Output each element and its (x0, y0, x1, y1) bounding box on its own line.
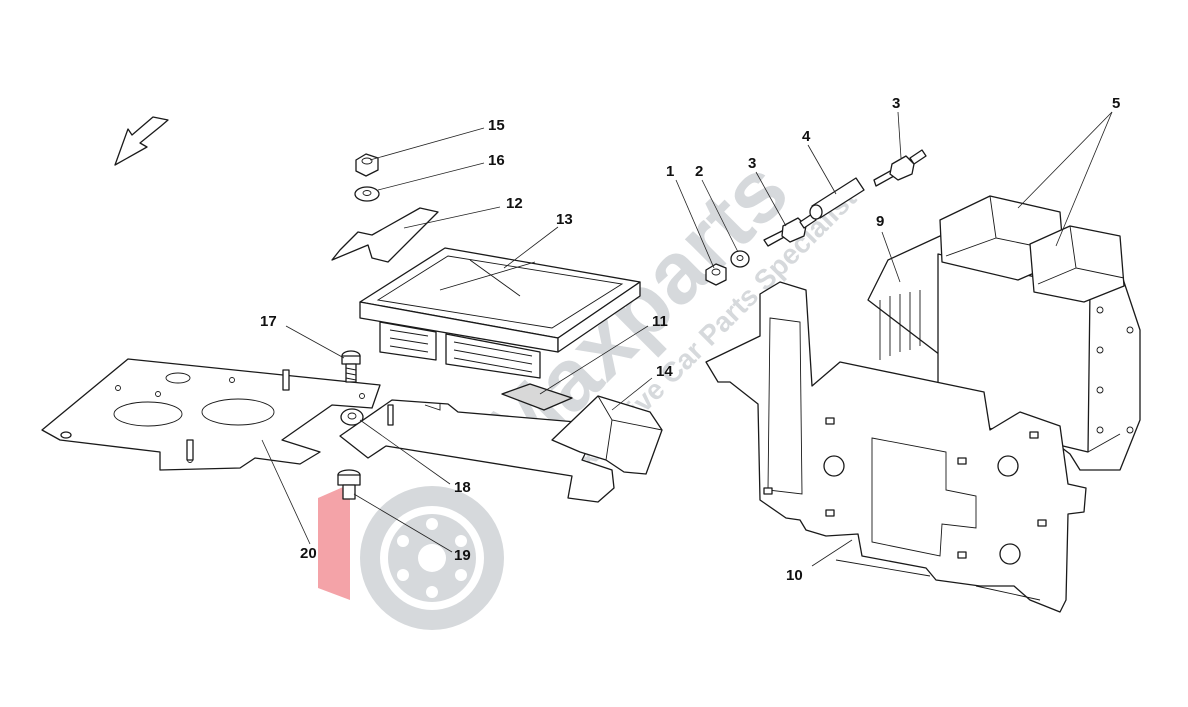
callout-9: 9 (876, 213, 884, 230)
part-15-nut (355, 153, 379, 177)
part-10-main-bracket (705, 281, 1087, 613)
part-12-cover-bracket (331, 207, 439, 263)
callout-5: 5 (1112, 95, 1120, 112)
part-17-screw (341, 350, 361, 383)
callout-16: 16 (488, 152, 505, 169)
part-13-control-unit (359, 247, 641, 379)
callout-13: 13 (556, 211, 573, 228)
leader-lines (261, 111, 1113, 567)
part-3-stud-upper (873, 149, 927, 187)
callout-18: 18 (454, 479, 471, 496)
callout-12: 12 (506, 195, 523, 212)
callout-2: 2 (695, 163, 703, 180)
callout-4: 4 (802, 128, 811, 145)
part-20-base-plate (41, 358, 381, 471)
callout-3-lower: 3 (748, 155, 756, 172)
callout-1: 1 (666, 163, 674, 180)
callout-19: 19 (454, 547, 471, 564)
part-4-spacer (809, 177, 865, 220)
part-2-washer (730, 250, 750, 268)
callout-17: 17 (260, 313, 277, 330)
direction-arrow-icon (114, 116, 169, 166)
part-16-washer (354, 186, 380, 202)
part-mounting-bracket (339, 399, 615, 503)
part-14-cover (551, 395, 663, 475)
callout-14: 14 (656, 363, 673, 380)
callout-11: 11 (652, 313, 668, 330)
callout-3-upper: 3 (892, 95, 900, 112)
part-11-pad (501, 383, 573, 411)
callouts: 1 2 3 3 4 5 9 10 11 12 13 14 15 16 17 18… (260, 95, 1120, 584)
callout-10: 10 (786, 567, 803, 584)
part-18-washer (340, 408, 364, 426)
part-19-bolt (337, 469, 361, 500)
part-1-nut (705, 263, 727, 286)
watermark-logo-icon (318, 484, 504, 630)
part-5-relays (939, 195, 1125, 303)
callout-20: 20 (300, 545, 317, 562)
callout-15: 15 (488, 117, 505, 134)
